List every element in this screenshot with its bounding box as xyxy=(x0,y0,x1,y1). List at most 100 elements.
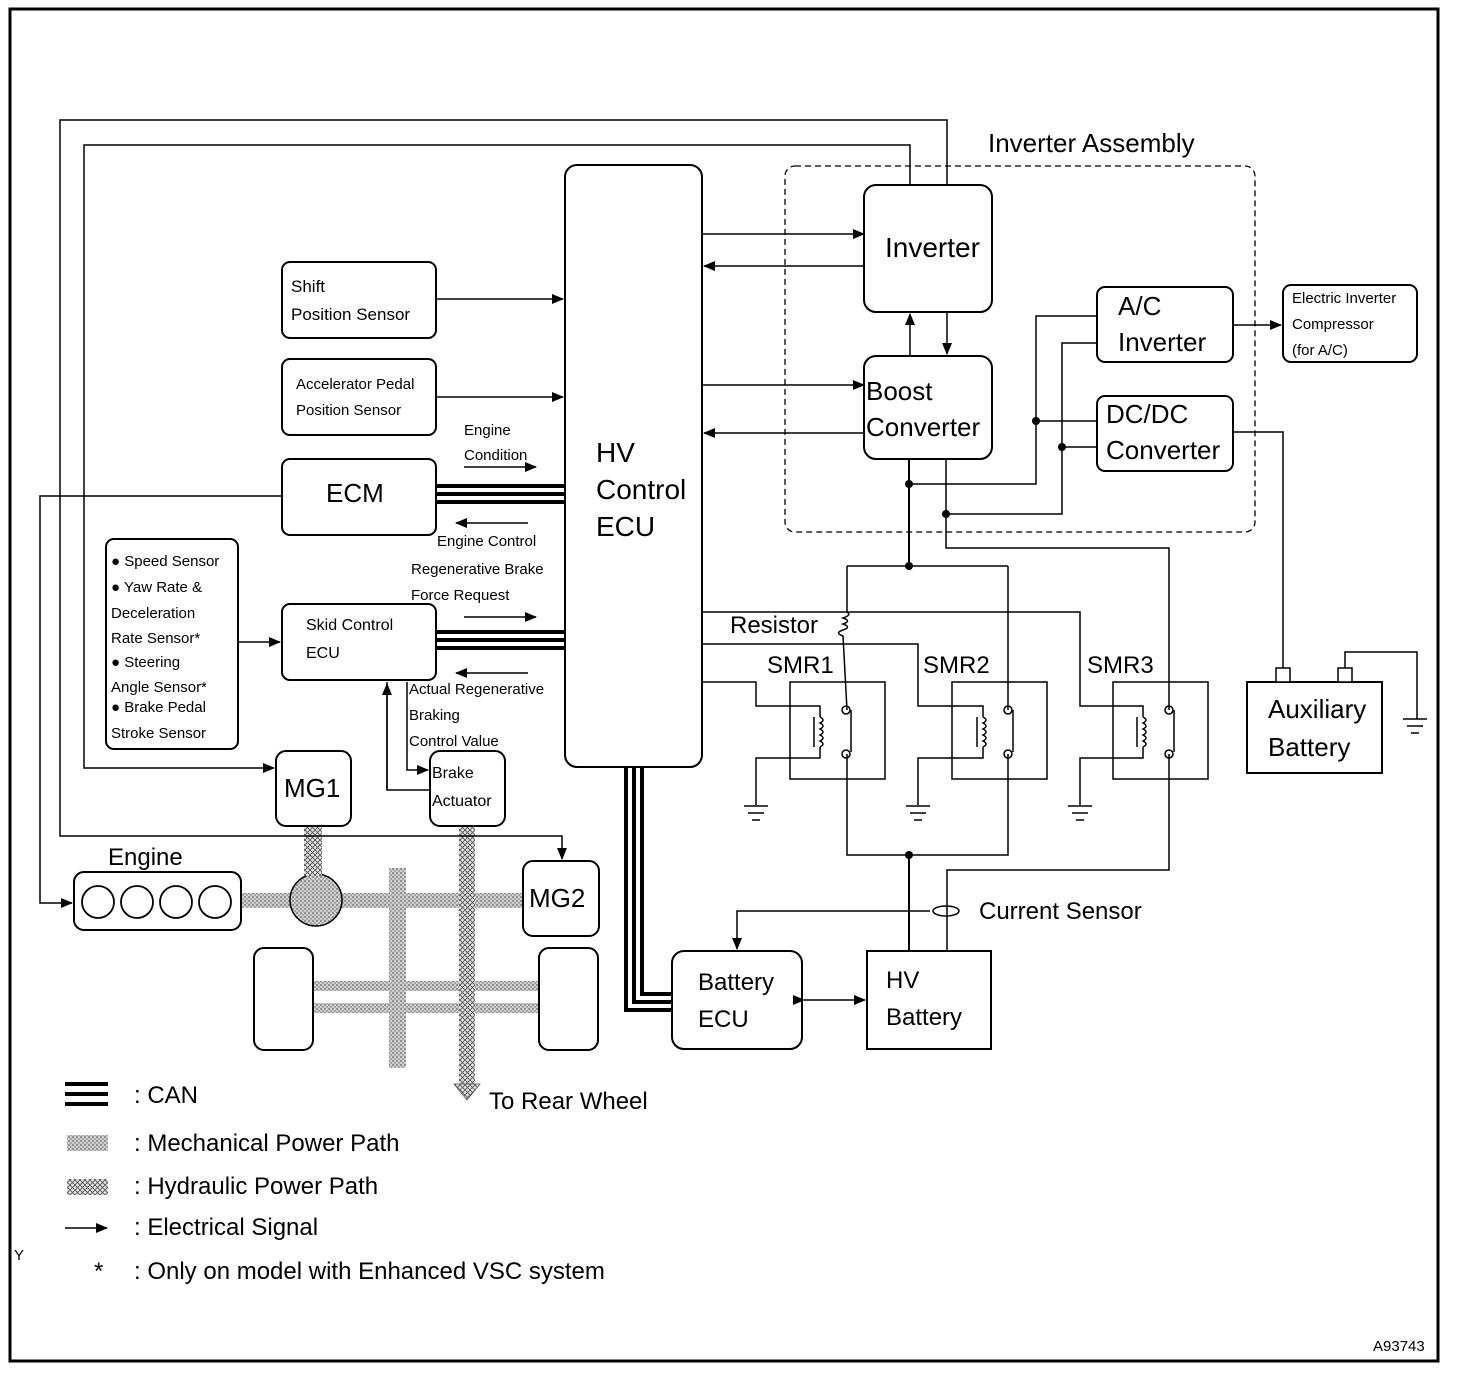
battery-ecu-block: Battery ECU xyxy=(671,950,803,1050)
current-sensor-coil xyxy=(932,905,960,917)
legend-can: : CAN xyxy=(65,1082,198,1109)
electrical-signals-inverter xyxy=(702,229,1282,438)
inverter-block: Inverter xyxy=(863,184,993,313)
electrical-signals-sensors xyxy=(238,294,564,647)
legend: : CAN : Mechanical Power Path : Hydrauli… xyxy=(65,1082,605,1285)
can-bus xyxy=(436,484,672,1012)
battery-ecu-label-2: ECU xyxy=(698,1006,749,1033)
mg2-label: MG2 xyxy=(529,883,585,913)
engine-control-signal: Engine Control xyxy=(437,518,536,550)
legend-asterisk-symbol: * xyxy=(94,1258,103,1285)
shift-sensor-label-1: Shift xyxy=(291,277,325,296)
smr2-relay: SMR2 xyxy=(923,652,1048,780)
mg1-label: MG1 xyxy=(284,773,340,803)
legend-mechanical: : Mechanical Power Path xyxy=(67,1130,399,1157)
compressor-label-2: Compressor xyxy=(1292,316,1374,333)
hv-control-ecu-label-2: Control xyxy=(596,474,686,505)
legend-mechanical-label: : Mechanical Power Path xyxy=(134,1130,399,1157)
smr1-label: SMR1 xyxy=(767,652,834,679)
smr-coils-contacts xyxy=(702,611,1175,805)
legend-can-label: : CAN xyxy=(134,1082,198,1109)
engine-block: Engine xyxy=(73,844,242,931)
mechanical-power-path xyxy=(242,868,539,1068)
figure-id: A93743 xyxy=(1373,1338,1425,1355)
vsc-sensor-line-4: Rate Sensor* xyxy=(111,630,200,647)
shift-sensor-label-2: Position Sensor xyxy=(291,305,410,324)
shift-position-sensor-block: Shift Position Sensor xyxy=(281,261,437,339)
inverter-assembly-label: Inverter Assembly xyxy=(988,128,1195,158)
power-wiring xyxy=(837,315,1418,951)
vsc-sensor-line-2: ● Yaw Rate & xyxy=(111,579,202,596)
vsc-sensor-line-1: ● Speed Sensor xyxy=(111,553,219,570)
legend-hydraulic-label: : Hydraulic Power Path xyxy=(134,1173,378,1200)
boost-converter-block: Boost Converter xyxy=(863,355,993,460)
legend-asterisk-label: : Only on model with Enhanced VSC system xyxy=(134,1258,605,1285)
regen-request-label-2: Force Request xyxy=(411,587,510,604)
brake-actuator-block: Brake Actuator xyxy=(429,750,506,827)
ac-inverter-label-1: A/C xyxy=(1118,291,1161,321)
hv-control-ecu-block: HV Control ECU xyxy=(564,164,703,768)
smr3-label: SMR3 xyxy=(1087,652,1154,679)
mg1-block: MG1 xyxy=(275,750,352,827)
mg2-block: MG2 xyxy=(522,860,600,937)
ac-inverter-block: A/C Inverter xyxy=(1096,286,1234,363)
legend-hydraulic: : Hydraulic Power Path xyxy=(67,1173,378,1200)
ecm-label: ECM xyxy=(326,478,384,508)
brake-actuator-label-2: Actuator xyxy=(432,793,492,810)
left-wheel xyxy=(253,947,314,1051)
skid-control-ecu-block: Skid Control ECU xyxy=(281,603,437,681)
outer-signal-wires xyxy=(39,119,948,908)
hv-battery-label-2: Battery xyxy=(886,1004,962,1031)
boost-converter-label-1: Boost xyxy=(866,376,933,406)
vsc-sensors-block: ● Speed Sensor ● Yaw Rate & Deceleration… xyxy=(105,538,239,750)
hv-battery-block: HV Battery xyxy=(866,950,992,1050)
vsc-sensor-line-5: ● Steering xyxy=(111,654,180,671)
skid-ecu-label-1: Skid Control xyxy=(306,617,393,634)
compressor-label-3: (for A/C) xyxy=(1292,342,1348,359)
skid-ecu-label-2: ECU xyxy=(306,645,340,662)
engine-control-label: Engine Control xyxy=(437,533,536,550)
smr3-relay: SMR3 xyxy=(1087,652,1209,780)
to-rear-wheel-label: To Rear Wheel xyxy=(489,1088,648,1115)
ecm-block: ECM xyxy=(281,458,437,536)
current-sensor-signal xyxy=(732,910,930,950)
engine-condition-label-2: Condition xyxy=(464,447,527,464)
smr2-label: SMR2 xyxy=(923,652,990,679)
engine-label: Engine xyxy=(108,844,183,871)
hv-control-ecu-label-1: HV xyxy=(596,437,635,468)
inverter-label: Inverter xyxy=(885,232,980,263)
dcdc-label-1: DC/DC xyxy=(1106,399,1188,429)
right-wheel xyxy=(538,947,599,1051)
vsc-sensor-line-7: ● Brake Pedal xyxy=(111,699,206,716)
regen-brake-request-signal: Regenerative Brake Force Request xyxy=(411,561,544,622)
aux-battery-label-1: Auxiliary xyxy=(1268,694,1366,724)
battery-ecu-label-1: Battery xyxy=(698,969,774,996)
accelerator-pedal-sensor-block: Accelerator Pedal Position Sensor xyxy=(281,358,437,436)
actual-regen-label-1: Actual Regenerative xyxy=(409,681,544,698)
corner-mark: Y xyxy=(14,1247,24,1264)
inverter-assembly-region xyxy=(784,165,1256,533)
vsc-sensor-line-6: Angle Sensor* xyxy=(111,679,207,696)
brake-actuator-label-1: Brake xyxy=(432,765,474,782)
resistor-label: Resistor xyxy=(730,612,818,639)
electric-inverter-compressor-block: Electric Inverter Compressor (for A/C) xyxy=(1282,284,1418,363)
smr1-relay: SMR1 xyxy=(767,652,886,780)
outer-frame xyxy=(8,7,1440,1363)
legend-electrical-label: : Electrical Signal xyxy=(134,1214,318,1241)
regen-request-label-1: Regenerative Brake xyxy=(411,561,544,578)
legend-asterisk: * : Only on model with Enhanced VSC syst… xyxy=(94,1258,605,1285)
auxiliary-battery-block: Auxiliary Battery xyxy=(1246,667,1383,774)
actual-regen-label-3: Control Value xyxy=(409,733,499,750)
aux-battery-label-2: Battery xyxy=(1268,732,1350,762)
engine-condition-signal: Engine Condition xyxy=(464,422,537,472)
boost-converter-label-2: Converter xyxy=(866,412,980,442)
dcdc-converter-block: DC/DC Converter xyxy=(1096,395,1234,472)
engine-condition-label-1: Engine xyxy=(464,422,511,439)
junction-dots xyxy=(905,417,1066,859)
hydraulic-power-path xyxy=(304,826,481,1101)
accel-sensor-label-2: Position Sensor xyxy=(296,402,401,419)
actual-regen-label-2: Braking xyxy=(409,707,460,724)
actual-regen-signal: Actual Regenerative Braking Control Valu… xyxy=(409,668,544,750)
legend-electrical: : Electrical Signal xyxy=(65,1214,318,1241)
